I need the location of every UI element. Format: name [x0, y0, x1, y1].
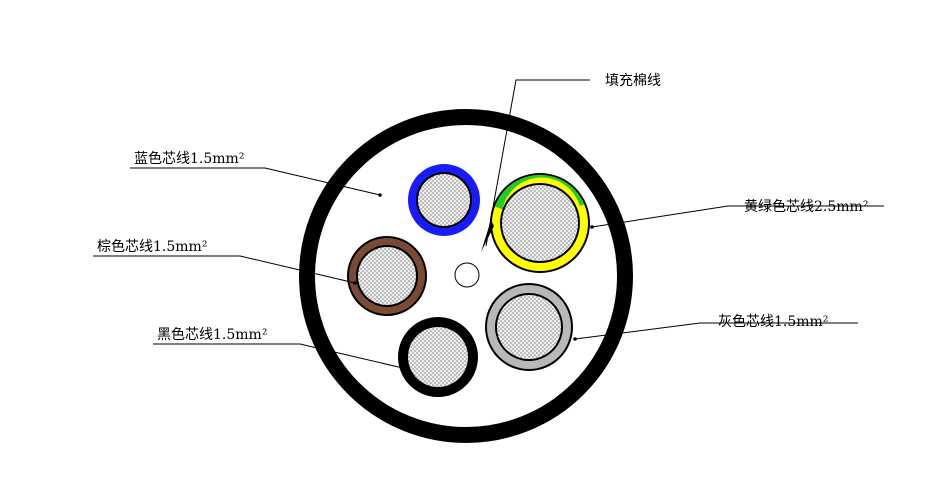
brown-core-conductor: [358, 247, 416, 305]
filler-arrow: [481, 220, 494, 252]
blue-core-conductor: [418, 174, 470, 226]
yellow-green-core-conductor: [502, 185, 578, 261]
blue-core-leader-line: [130, 167, 381, 196]
yellow-green-core: [490, 173, 590, 273]
filler-label: 填充棉线: [605, 72, 661, 89]
black-core: [398, 317, 478, 397]
grey-core-label: 灰色芯线1.5mm²: [718, 313, 828, 330]
filler-leader-line: [485, 79, 590, 247]
yellow-green-core-label: 黄绿色芯线2.5mm²: [744, 198, 868, 215]
blue-core-label: 蓝色芯线1.5mm²: [134, 150, 244, 167]
black-core-conductor: [408, 327, 468, 387]
center-filler: [454, 262, 480, 288]
black-core-leader-line: [153, 343, 408, 370]
brown-core-leader-line: [93, 255, 356, 284]
blue-core: [408, 164, 480, 236]
grey-core-leader-line: [574, 322, 858, 340]
yellow-green-core-leader-line: [591, 205, 884, 228]
brown-core-label: 棕色芯线1.5mm²: [97, 238, 207, 255]
black-core-label: 黑色芯线1.5mm²: [157, 326, 267, 343]
brown-core: [347, 236, 427, 316]
grey-core: [485, 283, 573, 371]
green-stripe: [494, 174, 585, 210]
grey-core-conductor: [497, 295, 561, 359]
